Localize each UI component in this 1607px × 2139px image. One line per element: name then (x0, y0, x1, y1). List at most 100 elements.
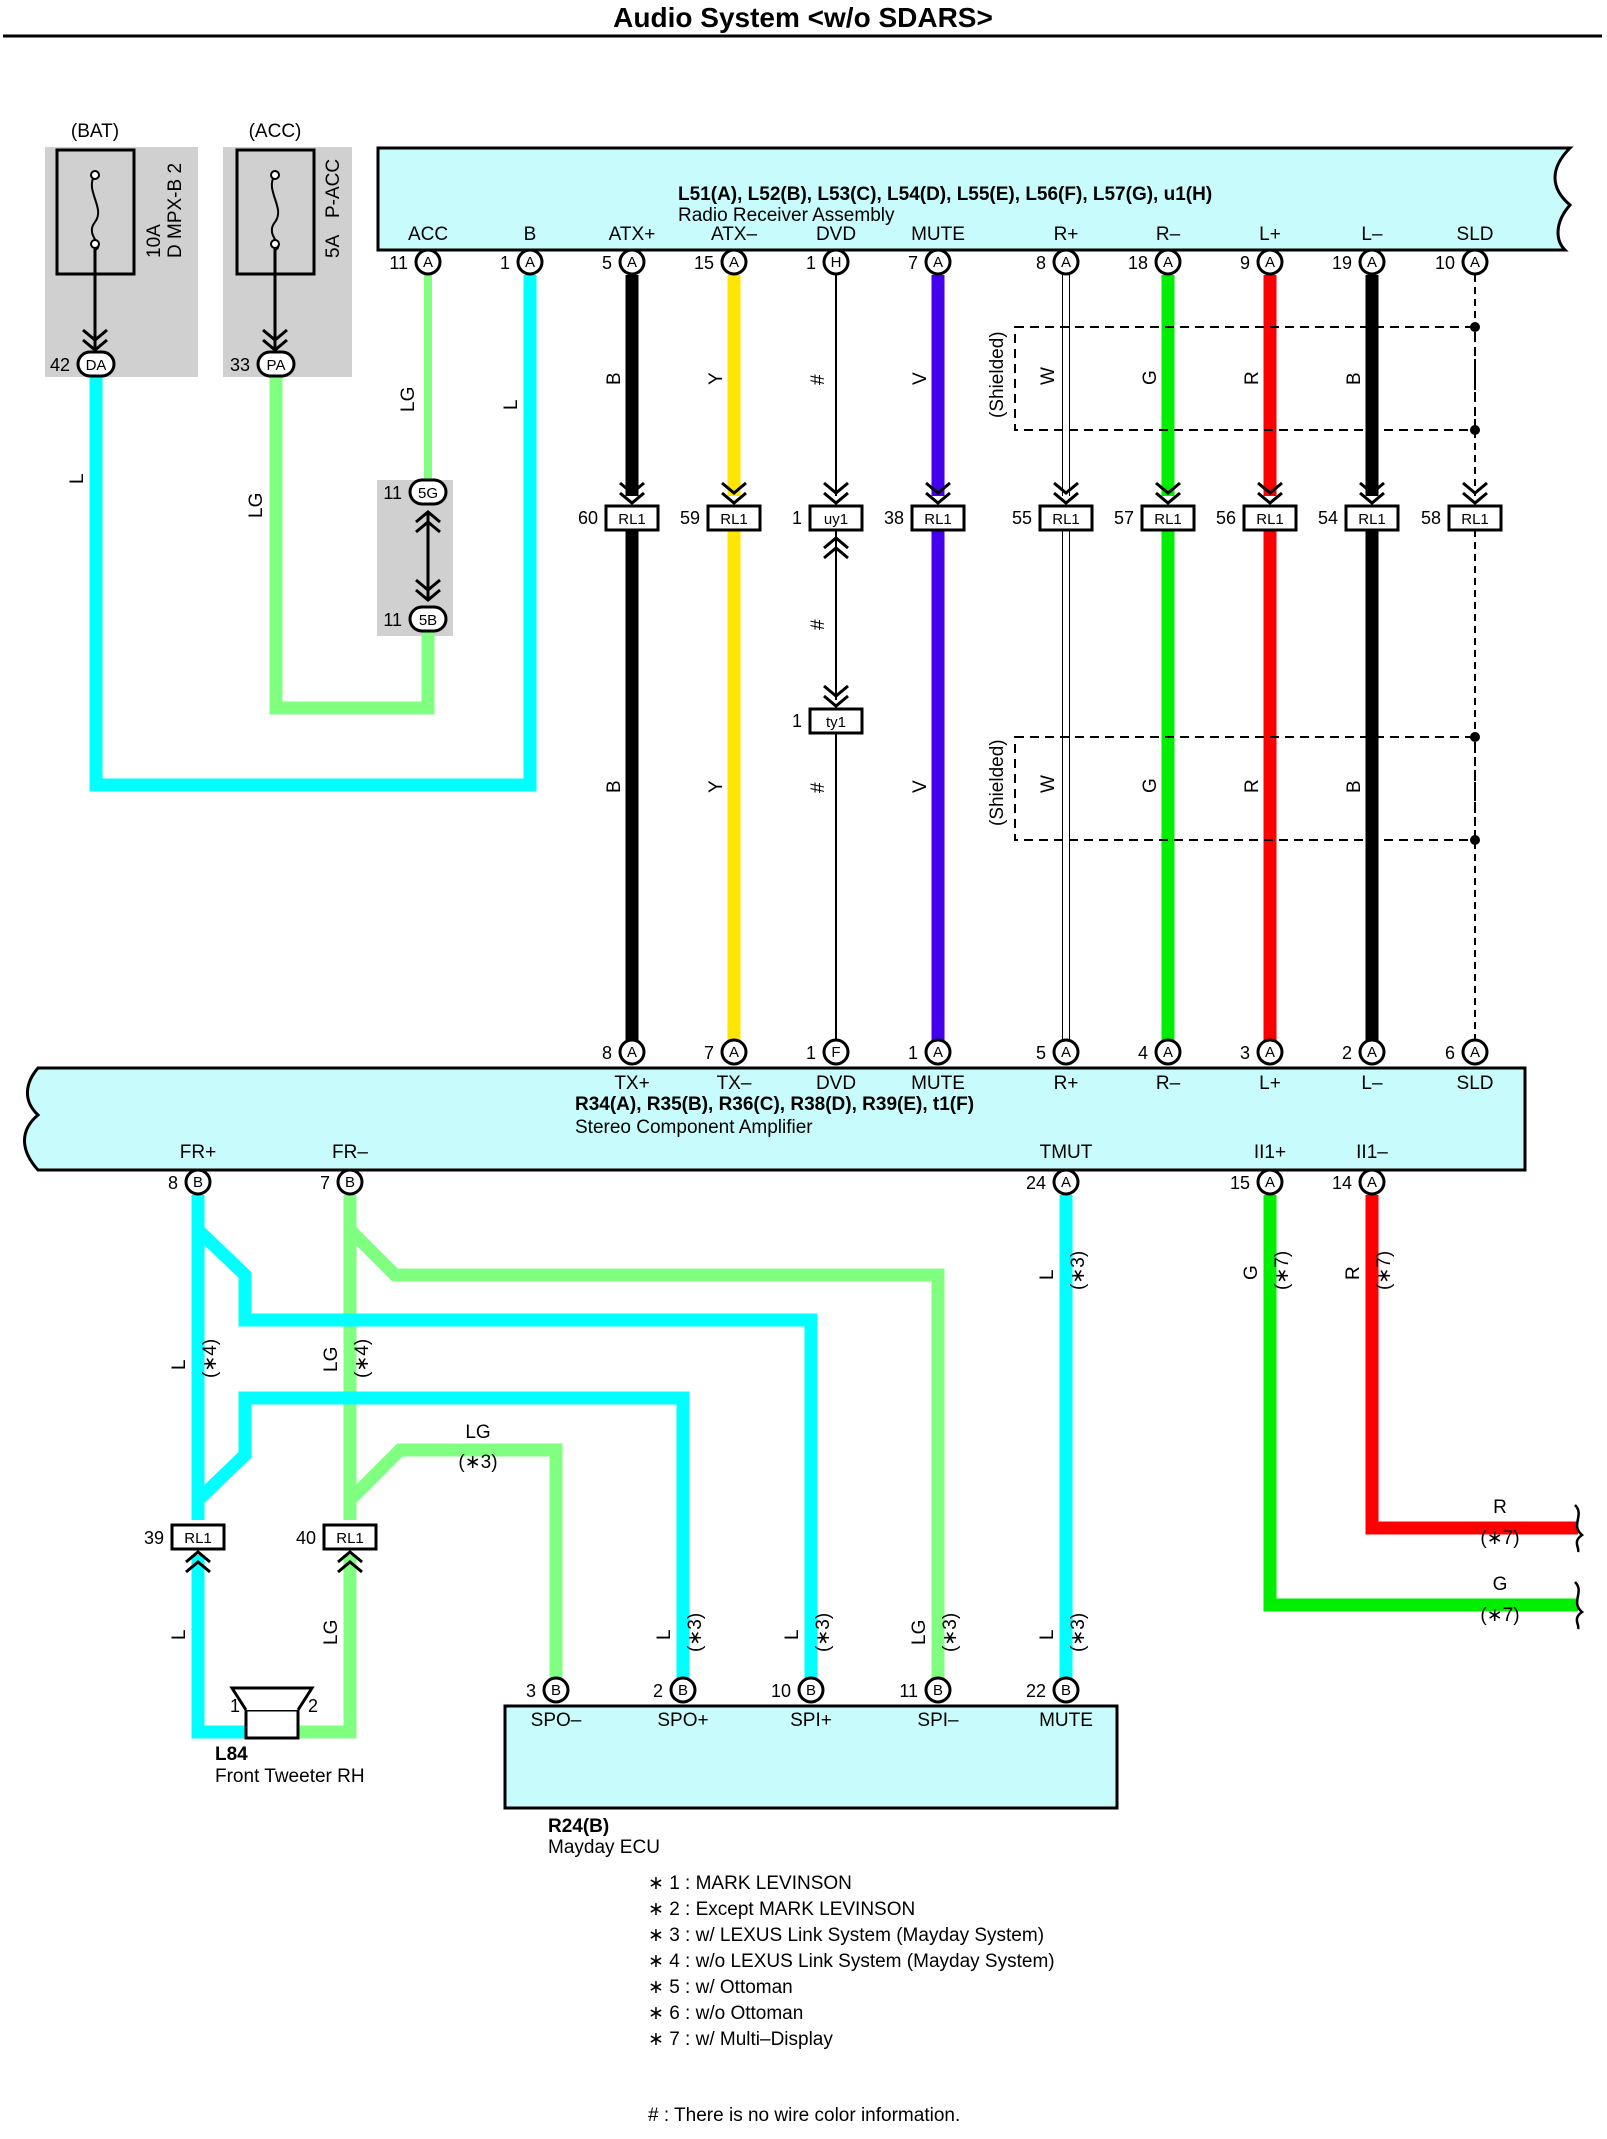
svg-text:(∗3): (∗3) (940, 1613, 961, 1652)
junction-connector-5g: 5G 11 (383, 478, 448, 506)
svg-text:V: V (910, 372, 931, 385)
amp-terminal-l-minus: A 2 L– (1342, 1038, 1386, 1094)
footnote: # : There is no wire color information. (648, 2105, 960, 2126)
wire-spo-plus (193, 1391, 690, 1678)
note-5: ∗ 5 : w/ Ottoman (648, 1977, 793, 1998)
svg-text:40: 40 (296, 1528, 316, 1548)
stereo-component-amplifier (23, 1066, 1527, 1172)
svg-text:A: A (933, 254, 943, 271)
tweeter-connector-40: RL1 40 (296, 1523, 378, 1551)
mayday-name: Mayday ECU (548, 1837, 660, 1858)
svg-text:ATX+: ATX+ (609, 224, 656, 245)
svg-text:R+: R+ (1054, 1073, 1079, 1094)
svg-text:33: 33 (230, 355, 250, 375)
svg-text:22: 22 (1026, 1681, 1046, 1701)
amplifier-name: Stereo Component Amplifier (575, 1117, 813, 1138)
receiver-terminal-atx-plus: ATX+ A 5 (602, 224, 656, 276)
amp-terminal-fr-plus: FR+ B 8 (168, 1142, 216, 1196)
svg-text:(∗3): (∗3) (1068, 1251, 1089, 1290)
svg-text:#: # (808, 782, 829, 793)
svg-text:RL1: RL1 (720, 511, 748, 528)
svg-text:5G: 5G (418, 485, 438, 502)
arrow-dvd-up (823, 536, 849, 560)
svg-text:FR–: FR– (332, 1142, 368, 1163)
note-4: ∗ 4 : w/o LEXUS Link System (Mayday Syst… (648, 1951, 1055, 1972)
svg-text:1: 1 (500, 253, 510, 273)
svg-text:R: R (1242, 371, 1263, 385)
svg-text:L–: L– (1361, 1073, 1383, 1094)
svg-text:38: 38 (884, 508, 904, 528)
svg-text:B: B (1344, 780, 1365, 793)
svg-text:10: 10 (1435, 253, 1455, 273)
svg-text:LG: LG (321, 1620, 342, 1645)
svg-text:R: R (1242, 779, 1263, 793)
svg-text:A: A (1470, 254, 1480, 271)
shield-upper: (Shielded) (987, 322, 1480, 435)
wire-label-acc: LG (398, 387, 419, 412)
fuse-acc-shade (223, 147, 352, 377)
fuse-acc: (ACC) 5A (223, 121, 352, 377)
svg-text:RL1: RL1 (336, 1530, 364, 1547)
svg-text:1: 1 (792, 711, 802, 731)
svg-text:MUTE: MUTE (1039, 1710, 1093, 1731)
svg-text:2: 2 (1342, 1043, 1352, 1063)
fuse-bat-source: (BAT) (71, 121, 119, 142)
svg-text:G: G (1493, 1574, 1508, 1595)
wire-ii1-minus (1365, 1195, 1578, 1535)
svg-text:MUTE: MUTE (911, 224, 965, 245)
svg-text:L: L (169, 1359, 190, 1370)
svg-text:B: B (933, 1682, 943, 1699)
svg-text:A: A (1367, 1174, 1377, 1191)
svg-text:9: 9 (1240, 253, 1250, 273)
fuse-acc-source: (ACC) (249, 121, 302, 142)
svg-text:L: L (654, 1629, 675, 1640)
front-tweeter-rh: 1 2 L84 Front Tweeter RH (215, 1686, 365, 1787)
svg-text:19: 19 (1332, 253, 1352, 273)
svg-text:2: 2 (653, 1681, 663, 1701)
inline-connector-56: RL1 56 (1216, 504, 1298, 532)
arrow-inline-2 (823, 481, 849, 505)
svg-text:L+: L+ (1259, 224, 1281, 245)
svg-text:RL1: RL1 (618, 511, 646, 528)
svg-text:RL1: RL1 (924, 511, 952, 528)
arrow-dvd-down (823, 684, 849, 708)
junction-connector-5b: 5B 11 (383, 605, 448, 633)
svg-text:ty1: ty1 (826, 714, 846, 731)
svg-text:(∗3): (∗3) (458, 1452, 497, 1473)
amp-terminal-tmut: TMUT A 24 (1026, 1142, 1093, 1196)
svg-text:7: 7 (320, 1173, 330, 1193)
arrow-inline-3 (925, 481, 951, 505)
svg-text:A: A (1061, 1174, 1071, 1191)
svg-text:1: 1 (806, 253, 816, 273)
arrow-tweeter-40 (337, 1550, 363, 1574)
inline-connector-60: RL1 60 (578, 504, 660, 532)
mayday-terminal-spo-plus: B 2 SPO+ (653, 1676, 709, 1731)
wire-labels-lower: L (∗4) LG (∗4) L (∗3) G (∗7) R (∗7) LG (… (169, 1251, 1520, 1652)
arrow-inline-8 (1462, 481, 1488, 505)
wire-spi-minus (345, 1225, 945, 1678)
speaker-icon (244, 1708, 300, 1740)
svg-text:A: A (1163, 1044, 1173, 1061)
mayday-terminal-spo-minus: B 3 SPO– (526, 1676, 582, 1731)
svg-text:L: L (1037, 1629, 1058, 1640)
svg-text:A: A (1367, 254, 1377, 271)
radio-receiver-assembly (376, 146, 1574, 252)
inline-connector-54: RL1 54 (1318, 504, 1400, 532)
inline-connector-38: RL1 38 (884, 504, 966, 532)
svg-text:5B: 5B (419, 612, 437, 629)
wire-spi-plus (193, 1225, 818, 1678)
svg-text:II1–: II1– (1356, 1142, 1388, 1163)
wire-label-b: L (501, 399, 522, 410)
note-1: ∗ 1 : MARK LEVINSON (648, 1873, 852, 1894)
svg-text:A: A (1061, 254, 1071, 271)
svg-text:60: 60 (578, 508, 598, 528)
amp-terminal-dvd: F 1 DVD (806, 1038, 856, 1094)
svg-text:W: W (1038, 367, 1059, 385)
svg-text:RL1: RL1 (1461, 511, 1489, 528)
svg-text:R–: R– (1156, 1073, 1181, 1094)
svg-text:7: 7 (704, 1043, 714, 1063)
svg-text:(∗7): (∗7) (1480, 1605, 1519, 1626)
tweeter-code: L84 (215, 1744, 248, 1765)
svg-text:II1+: II1+ (1254, 1142, 1286, 1163)
